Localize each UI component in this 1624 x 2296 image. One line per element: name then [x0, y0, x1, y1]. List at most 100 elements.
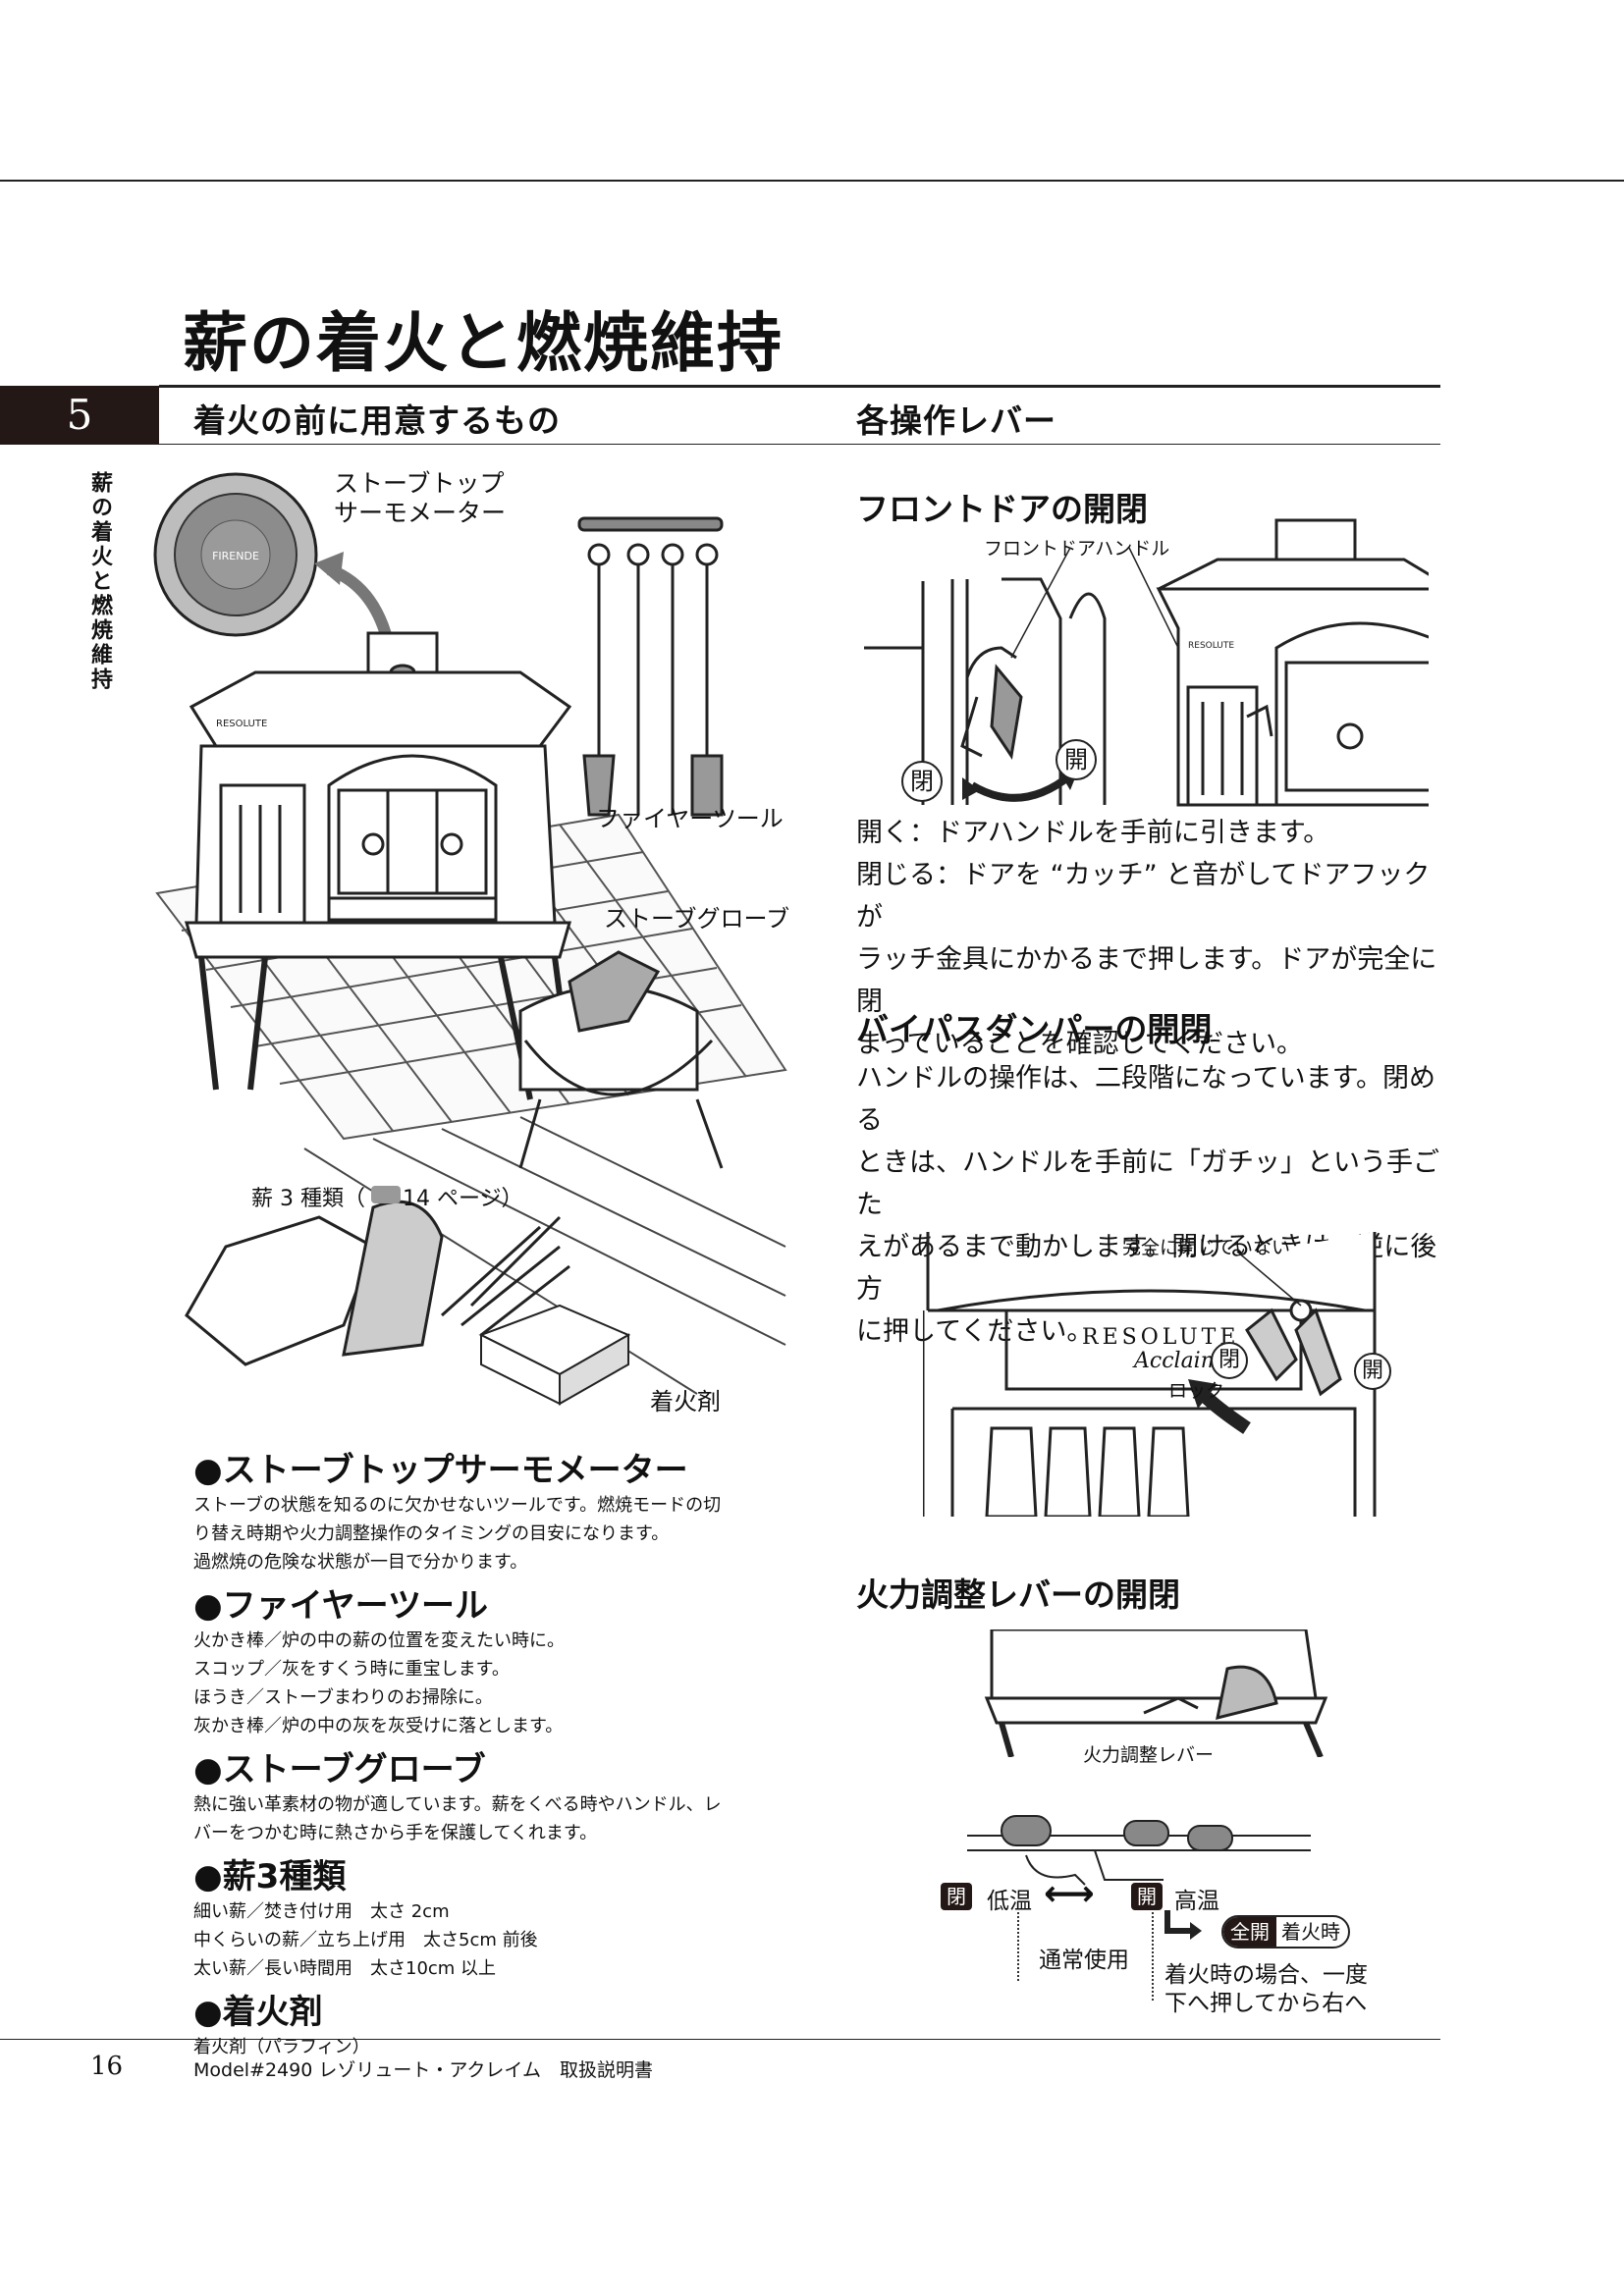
chapter-number-box: 5 — [0, 386, 159, 445]
dashed-guide — [1017, 1912, 1019, 1981]
item-line: 着火剤（パラフィン） — [193, 2037, 370, 2057]
page-reference-icon — [371, 1186, 401, 1203]
right-section-heading: 各操作レバー — [856, 401, 1056, 440]
leader-line — [1236, 1251, 1302, 1307]
wood-label-suffix: 14 ページ） — [402, 1187, 523, 1211]
fire-tools-label: ファイヤーツール — [596, 805, 784, 832]
instruction-line: ときは、ハンドルを手前に「ガチッ」という手ごた — [856, 1148, 1439, 1220]
leader-line — [1128, 547, 1179, 649]
svg-text:FIRENDE: FIRENDE — [212, 550, 259, 562]
item-title: ●薪3種類 — [193, 1857, 347, 1896]
lock-label: ロック — [1168, 1380, 1225, 1402]
lever-high-label: 高温 — [1174, 1889, 1219, 1914]
lever-close-box: 閉 — [941, 1883, 972, 1910]
lever-low-label: 低温 — [987, 1889, 1032, 1914]
front-door-title: フロントドアの開閉 — [856, 490, 1148, 528]
item-glove: ●ストーブグローブ 熱に強い革素材の物が適しています。薪をくべる時やハンドル、レ… — [193, 1742, 783, 1847]
page-number: 16 — [90, 2052, 124, 2081]
side-tab: 薪の着火と燃焼維持 — [87, 471, 113, 692]
item-line: 過燃焼の危険な状態が一目で分かります。 — [193, 1552, 528, 1573]
lever-full-open-pill: 全開着火時 — [1221, 1915, 1350, 1949]
instruction-line: ハンドルの操作は、二段階になっています。閉める — [856, 1063, 1435, 1136]
bypass-illustration — [923, 1232, 1377, 1517]
instruction-line: まっていることを確認してください。 — [856, 1029, 1303, 1059]
note-line: 下へ押してから右へ — [1164, 1991, 1368, 2016]
normal-use-label: 通常使用 — [1039, 1948, 1129, 1973]
item-title: ●ストーブトップサーモメーター — [193, 1451, 688, 1490]
fire-tools-icon — [577, 516, 724, 817]
header-bottom-rule — [159, 444, 1440, 445]
note-line: 着火時の場合、一度 — [1164, 1962, 1368, 1988]
bypass-brand-script: Acclaim — [1134, 1349, 1221, 1373]
fire-lever-title: 火力調整レバーの開閉 — [856, 1575, 1180, 1614]
front-door-instructions: 開く：ドアハンドルを手前に引きます。 閉じる：ドアを “カッチ” と音がしてドア… — [856, 812, 1445, 1065]
item-fire-tools: ●ファイヤーツール 火かき棒／炉の中の薪の位置を変えたい時に。 スコップ／灰をす… — [193, 1578, 783, 1740]
leader-line — [1010, 547, 1071, 659]
close-text: 閉 — [947, 1885, 966, 1908]
left-section-heading: 着火の前に用意するもの — [193, 401, 561, 440]
chapter-number: 5 — [66, 391, 93, 439]
item-line: 灰かき棒／炉の中の灰を灰受けに落とします。 — [193, 1716, 564, 1736]
item-line: スコップ／灰をすくう時に重宝します。 — [193, 1659, 510, 1680]
item-line: 中くらいの薪／立ち上げ用 太さ5cm 前後 — [193, 1930, 538, 1950]
wood-label-prefix: 薪 3 種類（ — [251, 1187, 365, 1211]
full-open-text: 全開 — [1223, 1917, 1276, 1947]
lever-open-box: 開 — [1131, 1883, 1163, 1910]
instruction-line: ラッチ金具にかかるまで押します。ドアが完全に閉 — [856, 944, 1437, 1017]
wood-deck — [303, 1116, 786, 1395]
glove-and-log-rack-icon — [518, 950, 724, 1169]
open-text: 開 — [1064, 746, 1088, 774]
open-text: 開 — [1137, 1885, 1157, 1908]
open-text: 開 — [1361, 1359, 1383, 1383]
top-rule — [0, 180, 1624, 182]
not-closed-label: 完全に閉じていない — [1122, 1237, 1291, 1258]
bypass-close-badge: 閉 — [1211, 1342, 1248, 1379]
equipment-list: ●ストーブトップサーモメーター ストーブの状態を知るのに欠かせないツールです。燃… — [193, 1443, 783, 2061]
item-title: ●ストーブグローブ — [193, 1750, 486, 1789]
thermometer-icon: FIRENDE — [153, 472, 318, 637]
item-line: 火かき棒／炉の中の薪の位置を変えたい時に。 — [193, 1630, 565, 1651]
item-line: 熱に強い革素材の物が適しています。薪をくべる時やハンドル、レ — [193, 1794, 722, 1815]
item-title: ●ファイヤーツール — [193, 1586, 488, 1626]
footer-rule — [0, 2039, 1440, 2040]
thermometer-label-line1: ストーブトップ — [334, 469, 505, 498]
fire-lever-illustration — [984, 1629, 1328, 1757]
item-line: ストーブの状態を知るのに欠かせないツールです。燃焼モードの切 — [193, 1495, 722, 1516]
stove-icon: RESOLUTE — [185, 631, 572, 1100]
svg-text:RESOLUTE: RESOLUTE — [1188, 641, 1234, 651]
dashed-guide — [1152, 1912, 1154, 2001]
item-starter: ●着火剤 着火剤（パラフィン） — [193, 1985, 783, 2061]
item-title: ●着火剤 — [193, 1993, 323, 2032]
instruction-line: に押してください。 — [856, 1316, 1094, 1347]
front-door-illustration: RESOLUTE — [864, 518, 1429, 807]
item-wood: ●薪3種類 細い薪／焚き付け用 太さ 2cm 中くらいの薪／立ち上げ用 太さ5c… — [193, 1849, 783, 1983]
lever-double-arrow-icon: ⟷ — [1044, 1874, 1095, 1914]
close-text: 閉 — [910, 768, 934, 795]
glove-label: ストーブグローブ — [604, 905, 790, 933]
instruction-line: 開く：ドアハンドルを手前に引きます。 — [856, 818, 1330, 848]
wood-label: 薪 3 種類（ 14 ページ） — [251, 1181, 523, 1212]
bypass-brand: RESOLUTE — [1082, 1325, 1240, 1350]
fire-lever-diagram — [967, 1815, 1311, 1886]
ignite-text: 着火時 — [1281, 1920, 1340, 1944]
page-title: 薪の着火と燃焼維持 — [183, 304, 784, 381]
header-top-rule — [159, 385, 1440, 388]
footer-text: Model#2490 レゾリュート・アクレイム 取扱説明書 — [193, 2059, 654, 2081]
item-thermometer: ●ストーブトップサーモメーター ストーブの状態を知るのに欠かせないツールです。燃… — [193, 1443, 783, 1576]
front-door-open-badge: 開 — [1056, 739, 1097, 780]
item-line: り替え時期や火力調整操作のタイミングの目安になります。 — [193, 1523, 670, 1544]
fire-starter-icon — [478, 1304, 631, 1406]
firewood-icon — [185, 1200, 570, 1366]
front-door-handle-label: フロントドアハンドル — [984, 538, 1170, 560]
svg-text:RESOLUTE: RESOLUTE — [216, 719, 267, 729]
bypass-open-badge: 開 — [1354, 1353, 1391, 1390]
item-line: バーをつかむ時に熱さから手を保護してくれます。 — [193, 1823, 598, 1843]
lever-elbow-arrow-icon — [1161, 1910, 1202, 1940]
instruction-line: 閉じる：ドアを “カッチ” と音がしてドアフックが — [856, 860, 1431, 933]
front-door-close-badge: 閉 — [901, 761, 943, 802]
item-line: 太い薪／長い時間用 太さ10cm 以上 — [193, 1958, 497, 1979]
equipment-illustration: FIRENDE RESOLUTE — [153, 472, 787, 1406]
item-line: ほうき／ストーブまわりのお掃除に。 — [193, 1687, 493, 1708]
thermometer-label-line2: サーモメーター — [334, 499, 507, 527]
ignite-note: 着火時の場合、一度 下へ押してから右へ — [1164, 1961, 1368, 2018]
